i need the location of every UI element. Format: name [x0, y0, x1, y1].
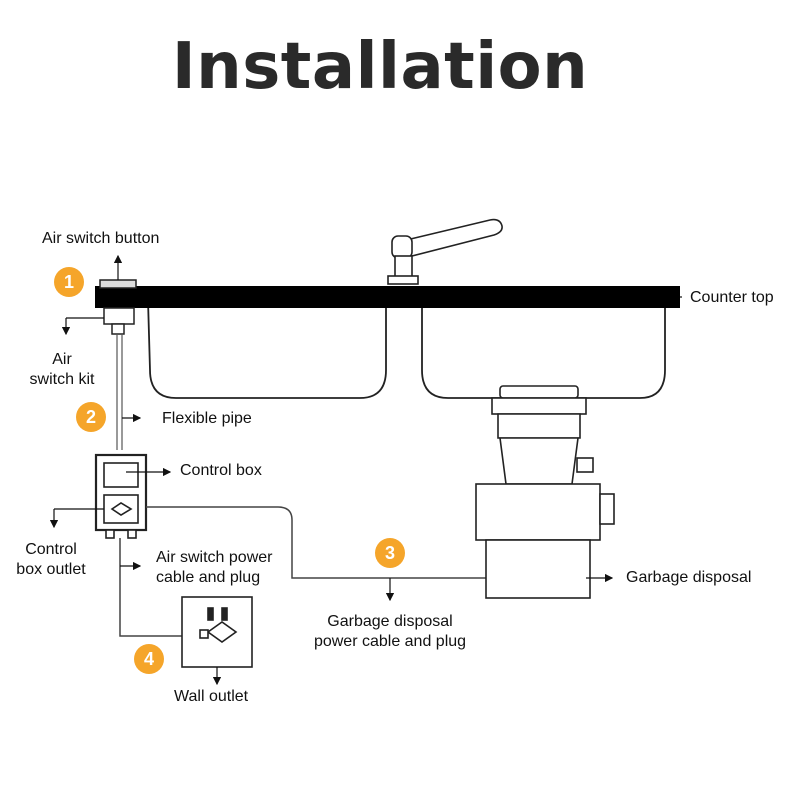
garbage-disposal-unit: [475, 385, 615, 599]
label-air-switch-power-line1: Air switch power: [156, 549, 273, 566]
flexible-pipe: [116, 334, 123, 450]
label-counter-top: Counter top: [690, 289, 774, 306]
faucet: [387, 218, 503, 285]
step-badge-1: 1: [54, 267, 84, 297]
label-control-box: Control box: [180, 462, 262, 479]
label-control-box-outlet: Control box outlet: [6, 540, 96, 580]
sink-basins: [147, 299, 666, 399]
label-gd-power-line2: power cable and plug: [313, 633, 467, 650]
step-badge-2: 2: [76, 402, 106, 432]
label-air-switch-power-line2: cable and plug: [156, 569, 261, 586]
label-control-box-outlet-line1: Control: [25, 541, 77, 558]
label-wall-outlet: Wall outlet: [174, 688, 249, 705]
label-garbage-disposal: Garbage disposal: [626, 569, 752, 586]
label-air-switch-button: Air switch button: [42, 230, 160, 247]
label-gd-power-line1: Garbage disposal: [327, 613, 453, 630]
control-box: [94, 453, 148, 539]
air-switch-power-cable: [119, 538, 200, 637]
step-badge-4: 4: [134, 644, 164, 674]
label-air-switch-kit-line1: Air: [52, 351, 72, 368]
label-garbage-disposal-power-cable: Garbage disposal power cable and plug: [290, 612, 490, 652]
label-flexible-pipe: Flexible pipe: [162, 410, 252, 427]
page-title: Installation: [171, 30, 589, 104]
wall-outlet: [181, 596, 253, 668]
garbage-disposal-power-cable: [146, 506, 486, 579]
label-control-box-outlet-line2: box outlet: [16, 561, 86, 578]
step-badge-3: 3: [375, 538, 405, 568]
label-air-switch-kit-line2: switch kit: [29, 371, 95, 388]
counter-top: [95, 286, 680, 308]
label-air-switch-power-cable: Air switch power cable and plug: [156, 548, 272, 588]
label-air-switch-kit: Air switch kit: [18, 350, 106, 390]
